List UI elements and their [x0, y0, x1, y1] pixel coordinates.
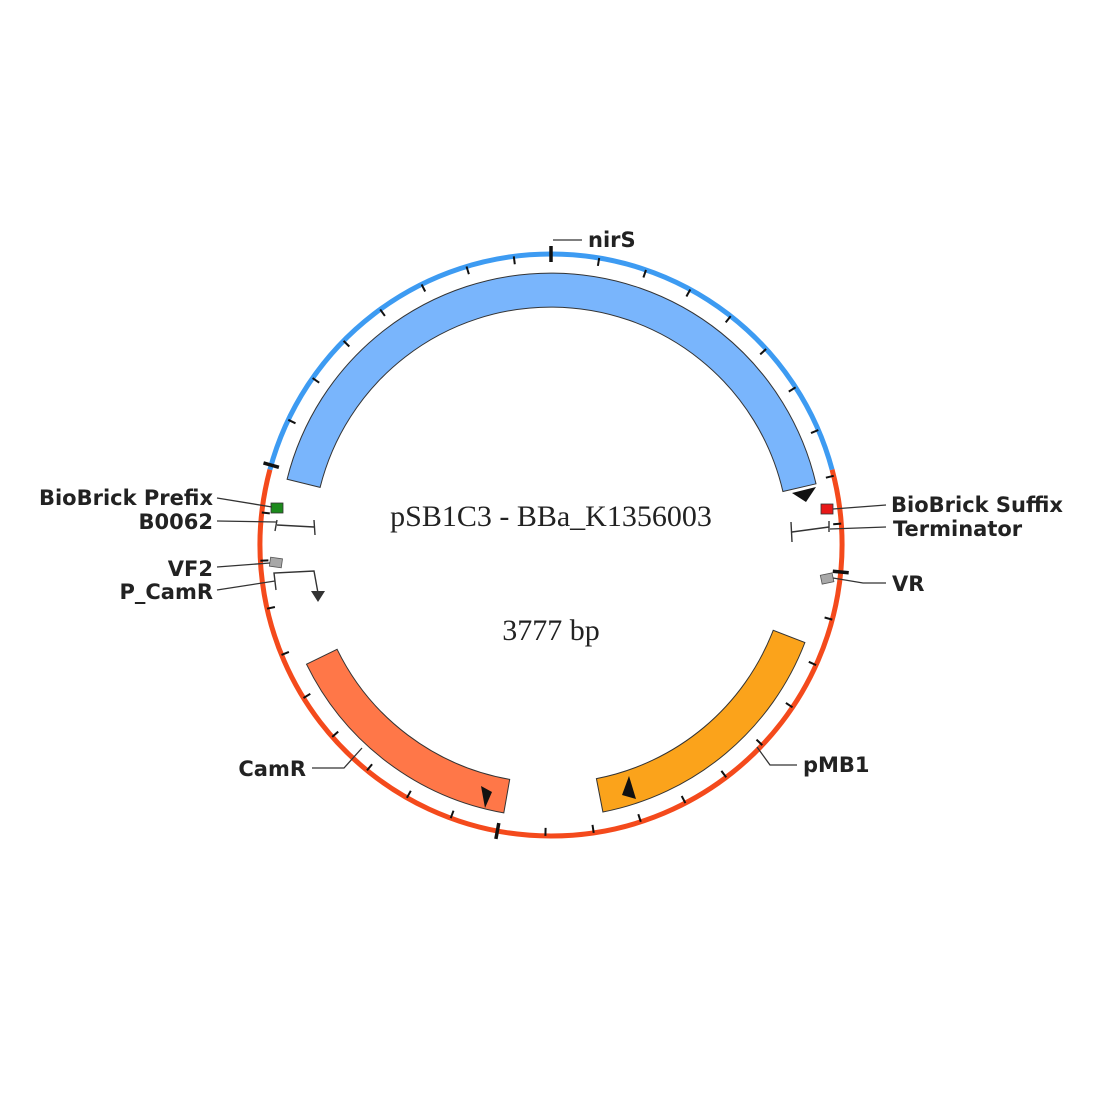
biobrick-prefix-leader: [216, 497, 273, 508]
pmb1-feature-arc[interactable]: [595, 629, 806, 813]
scale-tick: [379, 308, 386, 317]
vr-primer-marker[interactable]: [819, 572, 835, 585]
plasmid-length: 3777 bp: [502, 614, 600, 647]
p-camr-promoter-arrow[interactable]: [273, 570, 319, 594]
terminator-bracket[interactable]: [790, 521, 830, 543]
plasmid-title: pSB1C3 - BBa_K1356003: [390, 500, 712, 533]
scale-tick: [759, 348, 767, 356]
terminator-leader: [829, 526, 887, 530]
biobrick-suffix-label: BioBrick Suffix: [891, 493, 1063, 517]
camr-feature-arc[interactable]: [305, 648, 511, 814]
scale-tick: [281, 650, 290, 656]
scale-tick: [785, 702, 794, 709]
scale-tick: [680, 795, 687, 804]
scale-ticks: [260, 246, 849, 840]
scale-tick: [312, 377, 320, 384]
scale-tick: [724, 315, 732, 324]
scale-tick: [824, 616, 833, 621]
vf2-label: VF2: [168, 557, 213, 581]
nirs-feature-arc[interactable]: [286, 272, 817, 493]
scale-tick: [720, 770, 728, 778]
pmb1-leader: [756, 746, 797, 766]
scale-tick: [810, 429, 819, 435]
vf2-primer-marker[interactable]: [268, 556, 283, 569]
biobrick-suffix-marker[interactable]: [820, 503, 834, 515]
scale-tick: [420, 283, 427, 292]
scale-tick: [825, 474, 834, 479]
scale-tick: [342, 340, 351, 348]
b0062-leader: [216, 520, 277, 523]
scale-tick: [591, 824, 595, 834]
p-camr-arrowhead: [311, 591, 325, 602]
scale-tick: [266, 606, 276, 610]
nirs-label: nirS: [588, 228, 636, 252]
vf2-leader: [216, 562, 271, 568]
camr-leader: [312, 747, 363, 769]
camr-label: CamR: [238, 757, 306, 781]
scale-tick: [449, 810, 455, 819]
terminator-label: Terminator: [893, 517, 1023, 541]
scale-tick: [366, 763, 373, 772]
scale-tick: [642, 269, 647, 278]
scale-tick: [287, 418, 296, 425]
p-camr-leader: [216, 580, 276, 591]
camr-direction-arrow: [481, 786, 492, 808]
scale-tick: [833, 522, 842, 526]
biobrick-prefix-label: BioBrick Prefix: [39, 486, 213, 510]
nirs-direction-arrow: [792, 487, 816, 502]
scale-tick: [832, 569, 849, 575]
vr-leader: [832, 577, 886, 584]
b0062-label: B0062: [139, 510, 213, 534]
scale-tick: [494, 822, 501, 840]
biobrick-prefix-marker[interactable]: [270, 502, 284, 514]
biobrick-suffix-leader: [832, 504, 887, 510]
backbone-vector-arc: [257, 469, 845, 839]
vr-label: VR: [892, 572, 924, 596]
scale-tick: [596, 257, 601, 267]
scale-tick: [261, 511, 270, 515]
scale-tick: [788, 386, 797, 393]
scale-tick: [685, 289, 692, 297]
scale-tick: [263, 461, 280, 469]
scale-tick: [755, 738, 763, 746]
scale-tick: [331, 730, 339, 738]
p-camr-label: P_CamR: [119, 580, 213, 604]
scale-tick: [406, 790, 412, 799]
scale-tick: [512, 256, 516, 265]
scale-tick: [637, 813, 642, 823]
scale-tick: [465, 266, 470, 275]
pmb1-label: pMB1: [803, 753, 870, 777]
pmb1-direction-arrow: [622, 776, 636, 799]
scale-tick: [302, 692, 311, 699]
scale-tick: [808, 660, 817, 667]
b0062-terminator-bracket[interactable]: [274, 519, 316, 536]
